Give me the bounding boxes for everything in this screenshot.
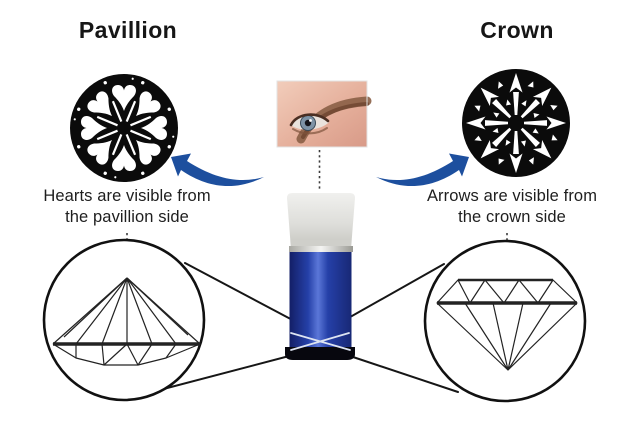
curved-arrow-left-icon: [171, 153, 264, 187]
crown-diamond-wireframe: [423, 239, 587, 403]
hearts-pattern-icon: [70, 74, 178, 182]
crown-caption-line1: Arrows are visible from: [426, 187, 598, 205]
eye-photo: [276, 80, 372, 148]
pavillion-caption: Hearts are visible from the pavillion si…: [12, 186, 242, 228]
crown-title: Crown: [480, 17, 554, 43]
curved-arrow-right-icon: [376, 153, 469, 187]
crown-caption-line2: the crown side: [458, 208, 566, 226]
pavillion-title: Pavillion: [78, 17, 178, 43]
crown-caption: Arrows are visible from the crown side: [397, 186, 627, 228]
pavillion-diamond-wireframe: [42, 238, 206, 402]
arrows-pattern-icon: [462, 69, 570, 177]
callout-cross-highlight: [290, 332, 351, 351]
viewer-bottle: [285, 193, 355, 360]
pavillion-caption-line1: Hearts are visible from: [43, 187, 211, 205]
pavillion-caption-line2: the pavillion side: [65, 208, 189, 226]
